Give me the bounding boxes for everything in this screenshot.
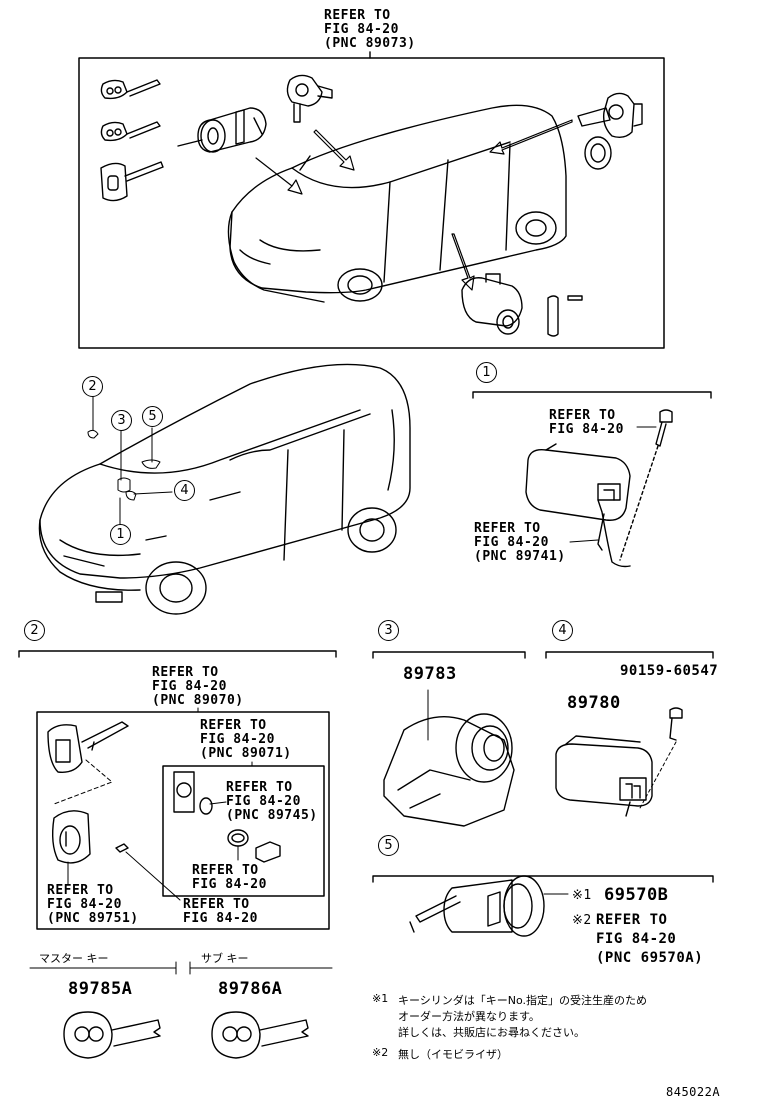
top-car-body [227, 104, 567, 303]
panel4-bracket [545, 651, 714, 659]
top-ring [584, 136, 612, 170]
panel1-ref-b-line1: REFER TO [474, 521, 541, 536]
panel2-inner-frame [162, 765, 325, 897]
top-key-1 [100, 79, 161, 100]
top-small-part [547, 295, 583, 337]
panel2-ref-inner-line2: FIG 84-20 [200, 732, 275, 747]
panel2-ref-outer-line2: FIG 84-20 [152, 679, 227, 694]
callout-3-header: 3 [378, 620, 399, 641]
panel1-ref-a-line2: FIG 84-20 [549, 422, 624, 437]
callout-5-header: 5 [378, 835, 399, 856]
callout-3-mid[interactable]: 3 [111, 410, 132, 431]
panel1-ref-a-line1: REFER TO [549, 408, 616, 423]
panel5-mark1: ※1 [572, 888, 592, 903]
panel2-key-bottom [51, 810, 91, 864]
note1-line2: オーダー方法が異なります。 [398, 1010, 540, 1023]
panel4-part-number[interactable]: 89780 [567, 693, 621, 713]
panel2-ref-sub1-line3: (PNC 89745) [226, 808, 318, 823]
top-ref-line3: (PNC 89073) [324, 36, 416, 51]
sub-key-label: サブ キー [201, 952, 249, 965]
panel3-bracket [372, 651, 526, 659]
callout-1-header: 1 [476, 362, 497, 383]
panel2-transponder-chip [115, 843, 181, 901]
panel5-part-number[interactable]: 69570B [604, 885, 669, 905]
panel5-ref-line3: (PNC 69570A) [596, 950, 704, 966]
note2-text: 無し（イモビライザ） [398, 1048, 508, 1061]
top-door-lock-right [577, 92, 643, 139]
callout-2-header: 2 [24, 620, 45, 641]
panel4-bolt-part-number[interactable]: 90159-60547 [620, 663, 719, 679]
panel2-ref-inner-line3: (PNC 89071) [200, 746, 292, 761]
panel2-key-top [47, 721, 129, 773]
mid-car-body [38, 363, 411, 615]
callout-4-header: 4 [552, 620, 573, 641]
note2-mark: ※2 [372, 1046, 389, 1059]
panel2-ref-right-line1: REFER TO [183, 897, 250, 912]
sub-key-part-number[interactable]: 89786A [218, 979, 283, 999]
master-key-label: マスター キー [39, 952, 109, 965]
panel1-ref-b-line3: (PNC 89741) [474, 549, 566, 564]
panel2-ref-sub1-line2: FIG 84-20 [226, 794, 301, 809]
top-key-2 [100, 121, 161, 142]
panel2-ref-sub2-line1: REFER TO [192, 863, 259, 878]
panel5-cylinder [409, 875, 569, 937]
top-ref-line2: FIG 84-20 [324, 22, 399, 37]
panel2-ref-right-line2: FIG 84-20 [183, 911, 258, 926]
panel4-bolt [639, 707, 683, 809]
top-door-lock-small [286, 74, 333, 123]
top-key-3 [100, 161, 164, 202]
callout-5-mid[interactable]: 5 [142, 406, 163, 427]
panel4-ecu [555, 735, 653, 817]
panel2-bracket [18, 650, 337, 658]
panel1-wire [569, 426, 657, 568]
panel2-ref-inner-line1: REFER TO [200, 718, 267, 733]
top-ref-line1: REFER TO [324, 8, 391, 23]
panel2-outer-frame [36, 711, 330, 930]
panel5-ref-line1: REFER TO [596, 912, 668, 928]
panel5-mark2: ※2 [572, 913, 592, 928]
top-arrows [255, 119, 573, 291]
panel2-dashed-link [53, 759, 113, 805]
figure-id: 845022A [666, 1085, 721, 1099]
panel1-ecu [525, 443, 631, 521]
panel1-bolt [619, 409, 673, 561]
master-key-part-number[interactable]: 89785A [68, 979, 133, 999]
panel1-bracket [472, 391, 712, 399]
panel2-ref-left-line1: REFER TO [47, 883, 114, 898]
panel3-part-number[interactable]: 89783 [403, 664, 457, 684]
panel2-inner-parts [173, 771, 281, 863]
note1-line1: キーシリンダは「キーNo.指定」の受注生産のため [398, 994, 648, 1007]
panel5-bracket [372, 875, 714, 883]
panel5-ref-line2: FIG 84-20 [596, 931, 677, 947]
panel2-ref-sub2-line2: FIG 84-20 [192, 877, 267, 892]
panel1-ref-b-line2: FIG 84-20 [474, 535, 549, 550]
top-frame [78, 57, 665, 349]
sub-key [211, 1011, 309, 1059]
note1-mark: ※1 [372, 992, 389, 1005]
panel2-ref-outer-line3: (PNC 89070) [152, 693, 244, 708]
panel3-sensor [383, 689, 515, 827]
mid-callout-leaders [87, 395, 173, 525]
top-trunk-cylinder [461, 273, 523, 335]
note1-line3: 詳しくは、共販店にお尋ねください。 [398, 1026, 585, 1039]
top-ignition-cylinder [177, 107, 267, 153]
panel2-ref-sub1-line1: REFER TO [226, 780, 293, 795]
callout-1-mid[interactable]: 1 [110, 524, 131, 545]
callout-4-mid[interactable]: 4 [174, 480, 195, 501]
panel2-ref-outer-line1: REFER TO [152, 665, 219, 680]
master-key [63, 1011, 161, 1059]
callout-2-mid[interactable]: 2 [82, 376, 103, 397]
panel2-ref-left-line2: FIG 84-20 [47, 897, 122, 912]
panel2-ref-left-line3: (PNC 89751) [47, 911, 139, 926]
